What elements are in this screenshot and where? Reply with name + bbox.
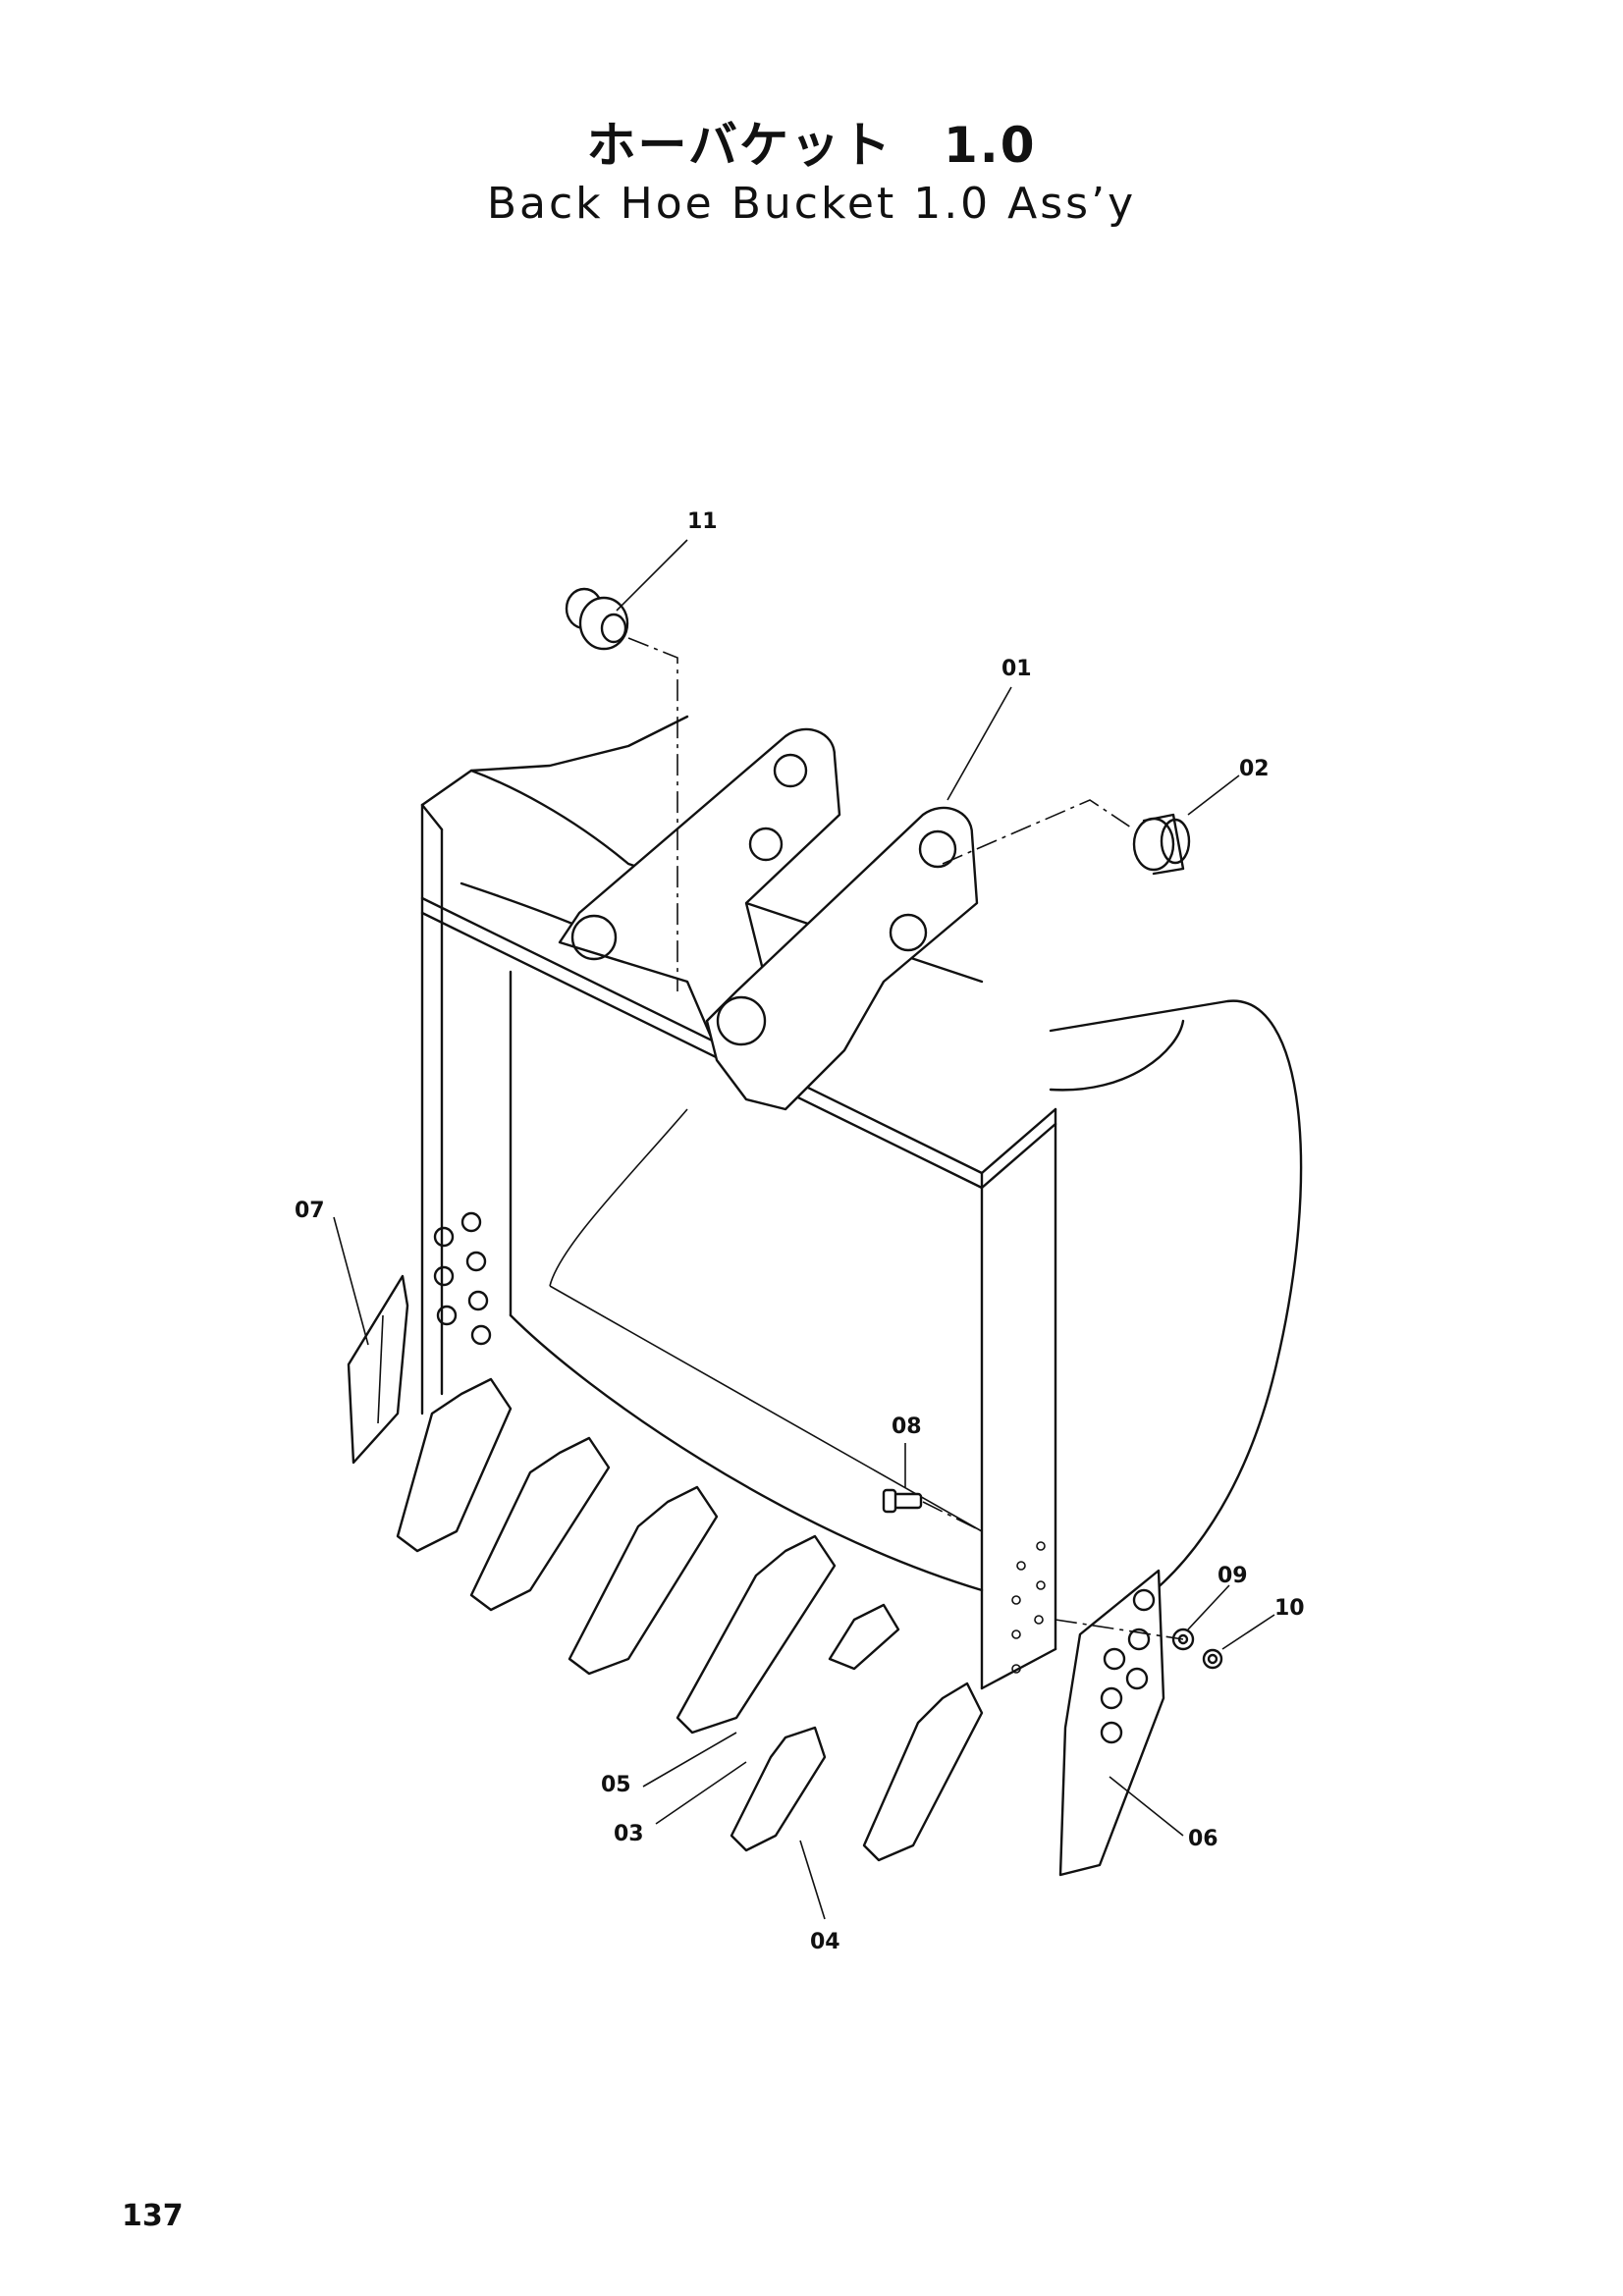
side-cutter-left bbox=[347, 1274, 409, 1465]
page-number: 137 bbox=[122, 2199, 184, 2233]
callout-04: 04 bbox=[810, 1930, 840, 1954]
callout-05: 05 bbox=[601, 1773, 631, 1797]
callout-07: 07 bbox=[295, 1199, 325, 1223]
assembly-lines bbox=[627, 637, 1184, 1640]
callout-11: 11 bbox=[687, 509, 718, 534]
callout-01: 01 bbox=[1001, 657, 1032, 681]
washer-and-nut bbox=[1171, 1628, 1223, 1670]
callout-08: 08 bbox=[892, 1415, 922, 1439]
side-cutter-right bbox=[1058, 1569, 1165, 1877]
bushing-02 bbox=[1132, 813, 1191, 876]
callout-10: 10 bbox=[1274, 1596, 1305, 1621]
leader-lines bbox=[333, 539, 1275, 1920]
diagram-title-japanese: ホーバケット 1.0 bbox=[586, 117, 1037, 174]
callout-09: 09 bbox=[1217, 1564, 1248, 1588]
callout-02: 02 bbox=[1239, 757, 1270, 781]
bucket-bracket bbox=[558, 727, 979, 1111]
bucket-teeth bbox=[396, 1377, 984, 1862]
callout-03: 03 bbox=[614, 1822, 644, 1846]
bushing-11 bbox=[565, 587, 629, 651]
diagram-title-english: Back Hoe Bucket 1.0 Ass’y bbox=[486, 179, 1137, 229]
pin-08 bbox=[882, 1488, 923, 1514]
callout-06: 06 bbox=[1188, 1827, 1218, 1851]
